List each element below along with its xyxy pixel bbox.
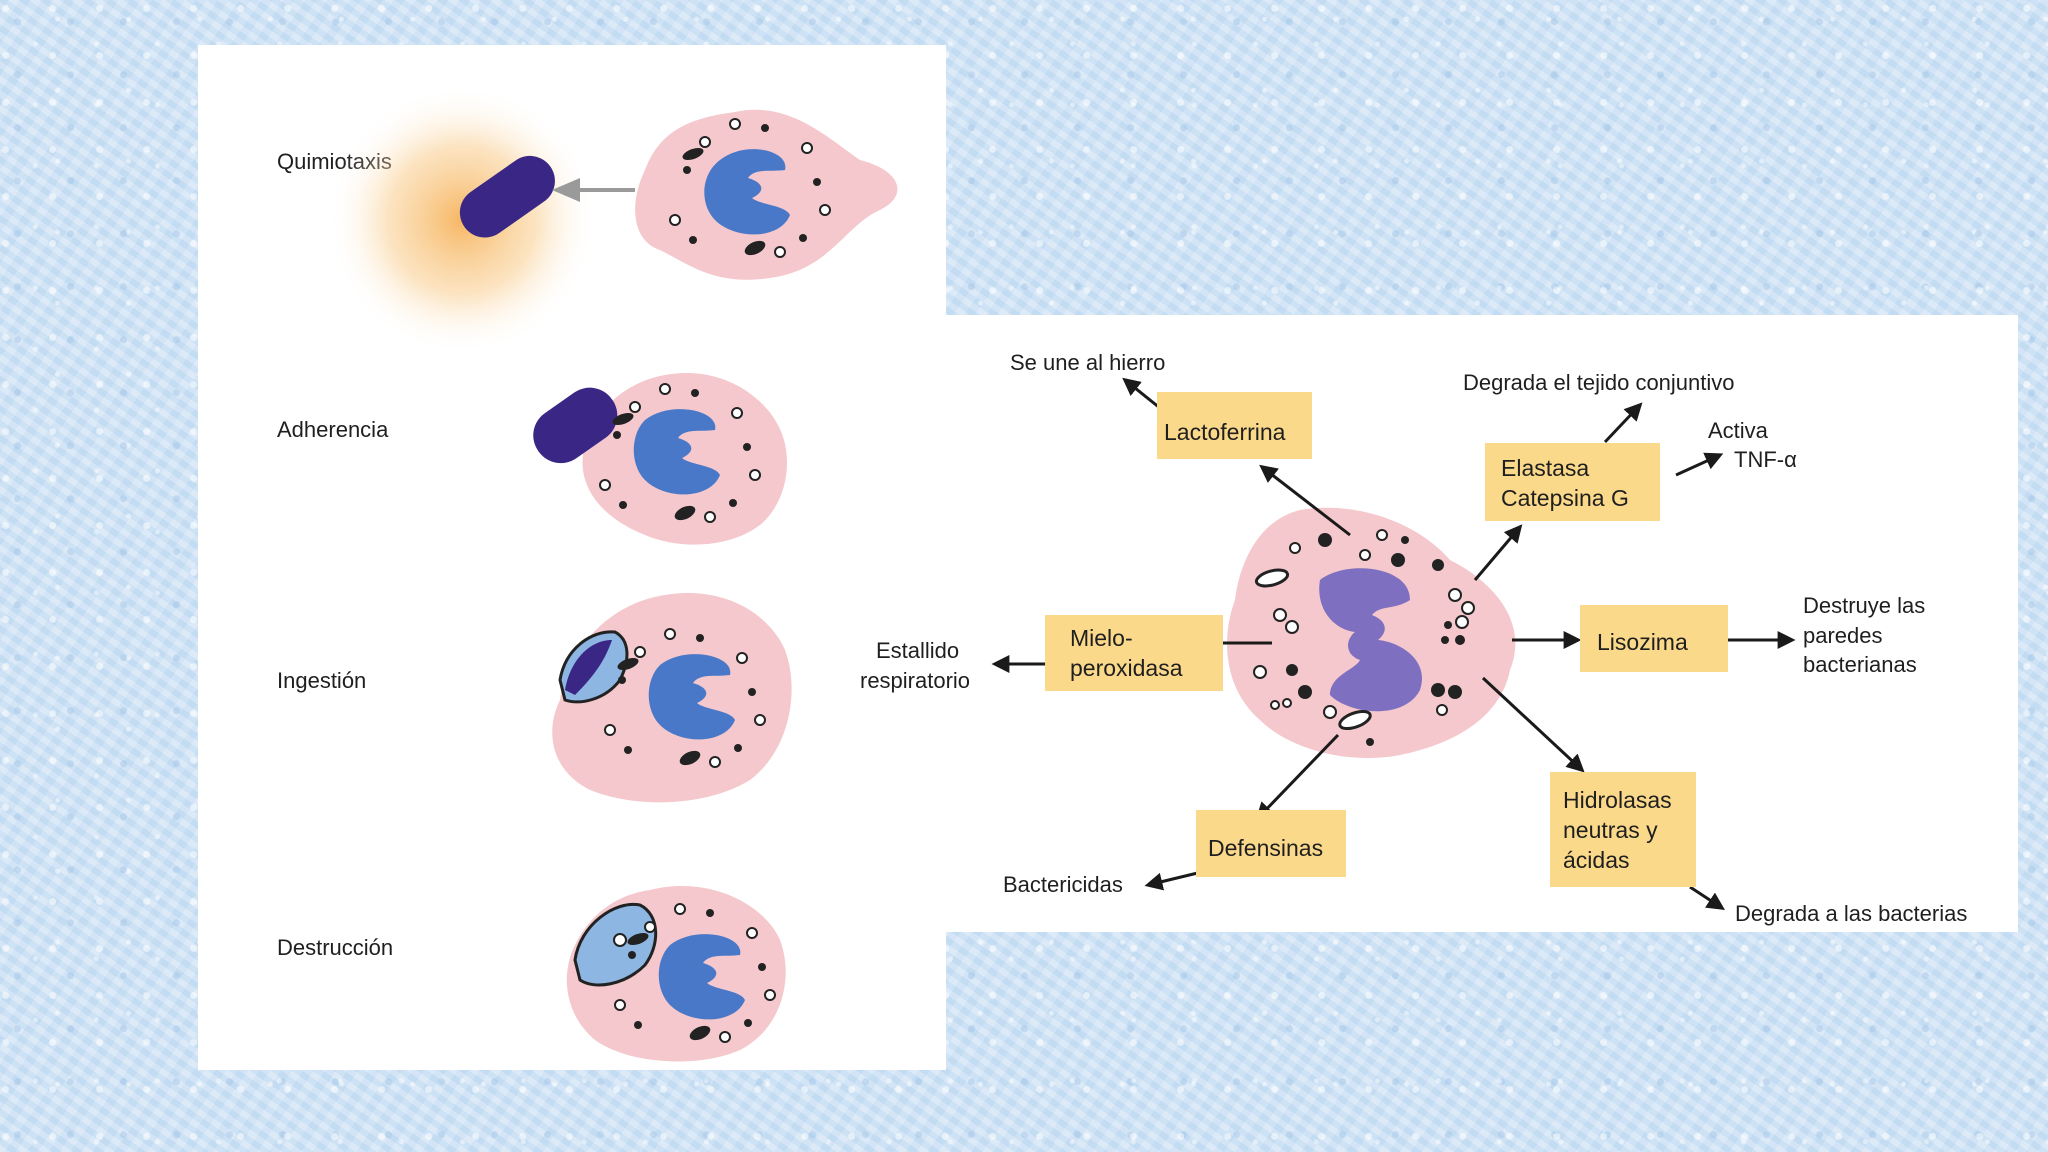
neutrophil-nucleus [648, 654, 735, 740]
mieloperoxidasa-label-line2: peroxidasa [1070, 655, 1183, 681]
bacterium [533, 387, 618, 464]
defensinas-effect: Bactericidas [1003, 872, 1123, 897]
mieloperoxidasa-effect-line1: Estallido [876, 638, 959, 663]
effector-mieloperoxidasa: Mielo- peroxidasa Estallido respiratorio [860, 615, 1223, 693]
mieloperoxidasa-effect-line2: respiratorio [860, 668, 970, 693]
elastasa-label-line2: Catepsina G [1501, 485, 1629, 511]
arrow-to-lactoferrina [1259, 464, 1351, 537]
hidrolasas-label-line1: Hidrolasas [1563, 787, 1672, 813]
effector-lisozima: Lisozima Destruye las paredes bacteriana… [1580, 593, 1925, 677]
hidrolasas-effect: Degrada a las bacterias [1735, 901, 1967, 926]
lisozima-effect-line2: paredes [1803, 623, 1883, 648]
lisozima-box [1580, 605, 1728, 672]
hidrolasas-box [1550, 772, 1696, 887]
lactoferrina-label: Lactoferrina [1164, 419, 1286, 445]
stage-ingestion: Ingestión [277, 593, 792, 803]
neutrophil-nucleus [658, 934, 745, 1020]
defensinas-label: Defensinas [1208, 835, 1323, 861]
stage-adherencia: Adherencia [277, 373, 787, 545]
stage-label-destruccion: Destrucción [277, 935, 393, 960]
lisozima-effect-line1: Destruye las [1803, 593, 1925, 618]
stage-label-adherencia: Adherencia [277, 417, 389, 442]
defensinas-box [1196, 810, 1346, 877]
elastasa-effect2-line1: Activa [1708, 418, 1769, 443]
arrow-hidrolasas-effect [1689, 885, 1726, 910]
central-neutrophil [1227, 507, 1516, 759]
arrow-elastasa-effect [1603, 402, 1643, 444]
elastasa-label-line1: Elastasa [1501, 455, 1589, 481]
mieloperoxidasa-box [1045, 615, 1223, 691]
effector-lactoferrina: Lactoferrina Se une al hierro [1010, 350, 1312, 459]
stage-destruccion: Destrucción [277, 886, 786, 1062]
neutrophil-nucleus [1319, 568, 1422, 712]
lisozima-effect-line3: bacterianas [1803, 652, 1917, 677]
arrow-to-defensinas [1255, 733, 1340, 821]
lactoferrina-effect: Se une al hierro [1010, 350, 1165, 375]
migration-arrow [552, 178, 635, 202]
arrow-elastasa-tnf [1675, 452, 1724, 477]
lisozima-label: Lisozima [1597, 629, 1688, 655]
stage-quimiotaxis: Quimiotaxis [277, 85, 898, 355]
bacterium [459, 155, 555, 238]
neutrophil-nucleus [633, 409, 720, 495]
arrow-to-elastasa [1473, 524, 1523, 581]
ingested-bacterium [565, 640, 612, 695]
neutrophil-nucleus [704, 149, 790, 235]
arrow-to-hidrolasas [1481, 676, 1585, 773]
effector-hidrolasas: Hidrolasas neutras y ácidas Degrada a la… [1550, 772, 1967, 926]
elastasa-effect: Degrada el tejido conjuntivo [1463, 370, 1735, 395]
stage-label-ingestion: Ingestión [277, 668, 366, 693]
hidrolasas-label-line2: neutras y [1563, 817, 1658, 843]
elastasa-effect2-line2: TNF-α [1734, 447, 1797, 472]
elastasa-box [1485, 443, 1660, 521]
hidrolasas-label-line3: ácidas [1563, 847, 1629, 873]
lactoferrina-box [1157, 392, 1312, 459]
mieloperoxidasa-label-line1: Mielo- [1070, 625, 1133, 651]
neutrophil-cell [635, 109, 898, 280]
effector-elastasa: Elastasa Catepsina G Degrada el tejido c… [1463, 370, 1797, 521]
effector-defensinas: Defensinas Bactericidas [1003, 810, 1346, 897]
